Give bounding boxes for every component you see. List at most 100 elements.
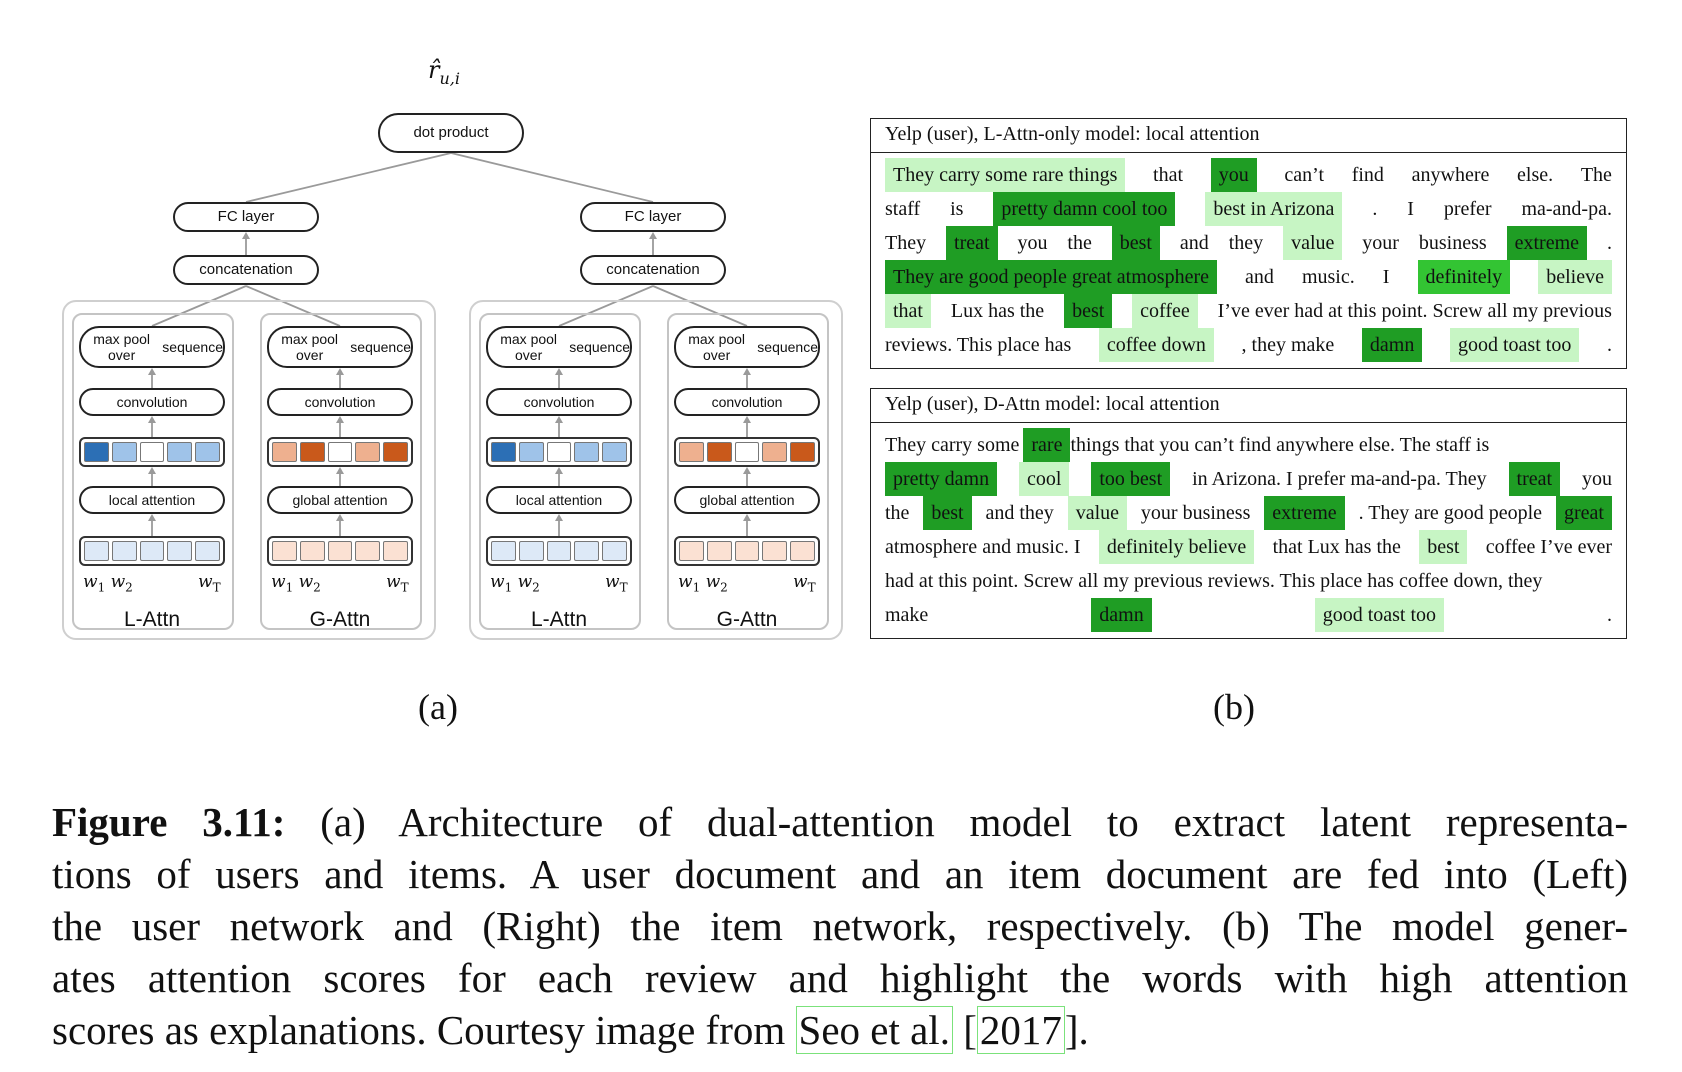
word-label-w1: w1 w2 [490,572,540,595]
attention-cell [679,442,704,462]
highlighted-word: cool [1019,462,1070,496]
local-attention-node: local attention [486,486,632,514]
highlighted-word: best [1111,226,1160,260]
highlighted-word: best [1064,294,1113,328]
global-attention-node: global attention [674,486,820,514]
edge-line [558,285,654,327]
word: Lux has the [950,300,1045,322]
word: I [1407,198,1414,220]
edge-arrowhead [743,514,751,521]
attention-cell [546,442,572,462]
edge-arrowhead [649,232,657,239]
figure-number: Figure 3.11: [52,799,286,845]
attention-cell [139,442,165,462]
citation-author-link[interactable]: Seo et al. [795,1006,953,1054]
local-attention-output-cells [486,437,632,467]
highlighted-word: that [885,294,931,328]
max-pool-label: sequence [350,338,411,355]
attention-cell [299,442,325,462]
panel-label-b: (b) [1213,687,1255,727]
concatenation-node: concatenation [173,255,319,285]
word: else. [1517,164,1554,186]
word: reviews. This place has [885,334,1072,356]
g-attn-label: G-Attn [309,608,371,631]
convolution-node: convolution [674,388,820,416]
word: can’t [1284,164,1325,186]
attention-cell [762,541,788,561]
attention-cell [706,541,732,561]
attention-cell [790,442,815,462]
l-attn-box [72,313,234,630]
convolution-node: convolution [267,388,413,416]
caption-line: Figure 3.11: (a) Architecture of dual-at… [52,799,1628,845]
output-rating-label: r̂u,i [428,56,460,88]
edge-arrowhead [336,467,344,474]
word-label-w1: w1 w2 [271,572,321,595]
word: that [1153,164,1184,186]
table-header: Yelp (user), L-Attn-only model: local at… [871,119,1626,153]
max-pool-label: max pool over [93,330,151,363]
fc-layer-node: FC layer [173,202,319,232]
edge-arrowhead [743,416,751,423]
word: and they [985,502,1054,524]
attention-cell [706,442,732,462]
dattn-attention-table: Yelp (user), D-Attn model: local attenti… [870,388,1627,639]
word: your [1362,232,1399,254]
figure-caption: Figure 3.11: (a) Architecture of dual-at… [52,796,1628,1056]
attention-cell [167,442,193,462]
attention-cell [602,442,627,462]
edge-arrowhead [336,368,344,375]
word-label-w1: w1 w2 [83,572,133,595]
highlighted-word: value [1283,226,1343,260]
caption-line: the user network and (Right) the item ne… [52,903,1628,949]
word: The [1580,164,1612,186]
highlighted-word: coffee down [1098,328,1214,362]
attention-cell [327,541,353,561]
concatenation-node: concatenation [580,255,726,285]
word: the [885,502,910,524]
highlighted-word: great [1555,496,1612,530]
edge-arrowhead [555,416,563,423]
citation-year-link[interactable]: 2017 [976,1006,1065,1054]
word: music. [1301,266,1355,288]
edge-arrowhead [148,416,156,423]
local-attention-output-cells [79,437,225,467]
highlighted-word: rare [1023,428,1071,462]
attention-cell [518,442,544,462]
highlighted-word: They carry some rare things [885,158,1126,192]
edge-line [245,285,341,327]
word: business [1418,232,1487,254]
max-pool-label: sequence [757,338,818,355]
edge-line [151,285,247,327]
word: had at this point. Screw all my previous… [885,570,1543,592]
word: that Lux has the [1272,536,1401,558]
convolution-node: convolution [486,388,632,416]
edge-line [652,285,748,327]
word-embedding-cells [267,536,413,566]
edge-arrowhead [148,368,156,375]
attention-cell [734,541,760,561]
edge-line [245,152,452,203]
word: ma-and-pa. [1521,198,1612,220]
word: find [1351,164,1384,186]
attention-cell [546,541,572,561]
highlighted-word: damn [1361,328,1423,362]
attention-cell [762,442,788,462]
highlighted-word: good toast too [1449,328,1580,362]
attention-cell [195,442,220,462]
highlighted-word: pretty damn cool too [993,192,1176,226]
attention-cell [734,442,760,462]
word: anywhere [1411,164,1490,186]
attention-cell [491,442,516,462]
word-embedding-cells [486,536,632,566]
word: . [1606,232,1612,254]
word: . [1372,198,1378,220]
